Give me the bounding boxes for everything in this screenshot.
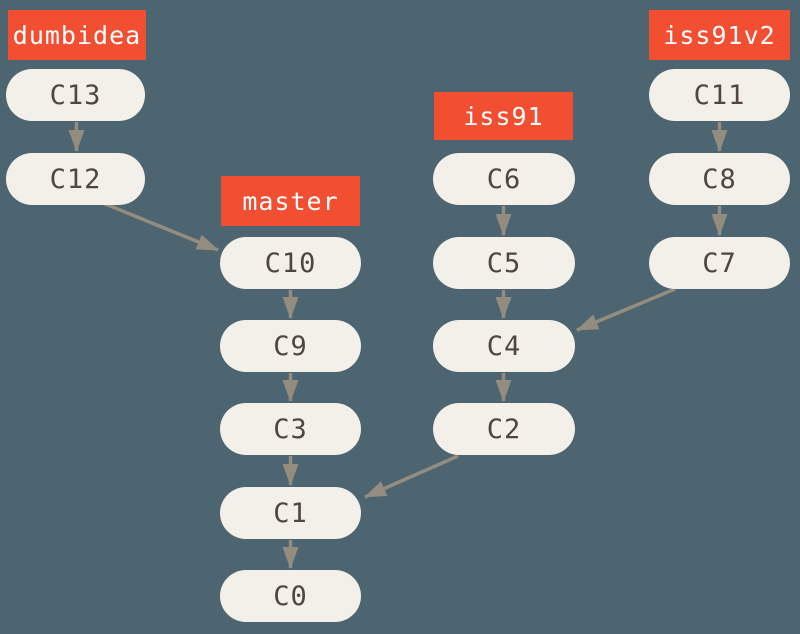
- branch-label-dumbidea: dumbidea: [8, 10, 146, 60]
- branch-label-master: master: [221, 176, 360, 226]
- commit-node-c5: C5: [433, 237, 575, 289]
- branch-label-iss91: iss91: [434, 92, 573, 140]
- commit-node-c2: C2: [433, 403, 575, 455]
- commit-node-c1: C1: [220, 487, 361, 539]
- commit-node-c0: C0: [220, 570, 361, 622]
- arrow-C12-to-C10: [102, 201, 219, 252]
- branch-label-iss91v2: iss91v2: [649, 10, 790, 60]
- arrow-C7-to-C4: [576, 287, 676, 332]
- commit-node-c6: C6: [433, 153, 575, 205]
- commit-node-c3: C3: [220, 403, 361, 455]
- arrow-C2-to-C1: [364, 454, 459, 499]
- commit-node-c12: C12: [6, 153, 145, 205]
- commit-node-c9: C9: [220, 320, 361, 372]
- commit-node-c7: C7: [649, 237, 790, 289]
- commit-node-c13: C13: [6, 69, 145, 121]
- commit-node-c8: C8: [649, 153, 790, 205]
- commit-node-c10: C10: [220, 237, 361, 289]
- commit-node-c4: C4: [433, 320, 575, 372]
- commit-node-c11: C11: [649, 69, 790, 121]
